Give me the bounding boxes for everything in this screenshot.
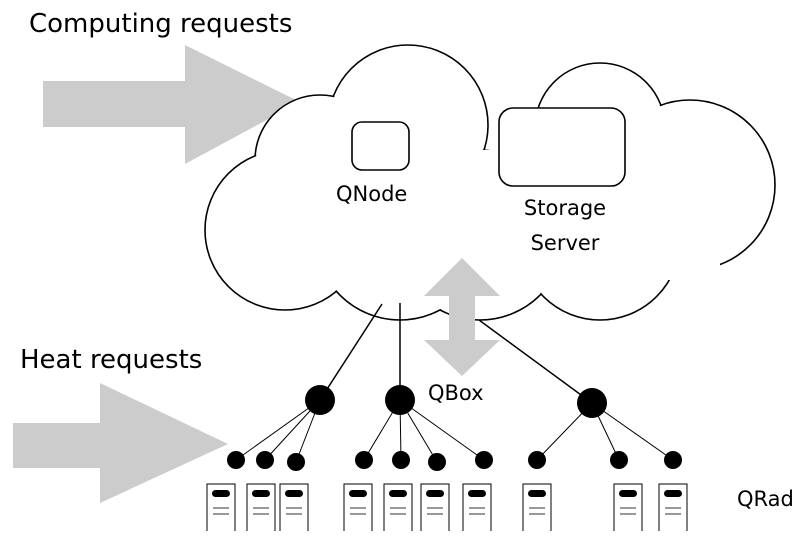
qbox-label: QBox [428, 381, 484, 405]
qbox-nodes [305, 385, 607, 418]
qrad-unit [383, 483, 413, 535]
qrad-unit [420, 483, 450, 535]
qrad-node [475, 451, 493, 469]
qbox-node [305, 385, 335, 415]
qrad-node [528, 451, 546, 469]
bidirectional-arrow [424, 258, 500, 376]
cloud-connections [319, 303, 593, 404]
qbox-links [235, 399, 674, 463]
storage-server-box [498, 107, 626, 187]
qrad-node [610, 451, 628, 469]
heat-requests-label: Heat requests [20, 345, 203, 375]
qrad-unit [246, 483, 276, 535]
qrad-label: QRad [737, 487, 794, 511]
heat-requests-arrow [13, 383, 228, 503]
computing-requests-label: Computing requests [29, 9, 293, 39]
qrad-unit [658, 483, 688, 535]
qrad-node [287, 453, 305, 471]
qrad-unit [279, 483, 309, 535]
qrad-unit [343, 483, 373, 535]
qrad-unit [462, 483, 492, 535]
qrad-unit [613, 483, 643, 535]
qrad-units [206, 483, 688, 535]
qrad-unit [522, 483, 552, 535]
qrad-node [392, 451, 410, 469]
qrad-nodes [227, 451, 682, 471]
computing-requests-arrow [43, 45, 300, 164]
cloud-interior [206, 46, 774, 319]
qrad-node [428, 453, 446, 471]
qrad-node [664, 451, 682, 469]
qnode-label: QNode [336, 182, 408, 206]
storage-label-line2: Server [530, 231, 600, 255]
qrad-node [256, 451, 274, 469]
qrad-node [355, 451, 373, 469]
qbox-node [577, 388, 607, 418]
qrad-node [227, 451, 245, 469]
qrad-unit [206, 483, 236, 535]
qbox-node [385, 385, 415, 415]
qnode-box [351, 121, 410, 171]
storage-label-line1: Storage [523, 196, 607, 220]
